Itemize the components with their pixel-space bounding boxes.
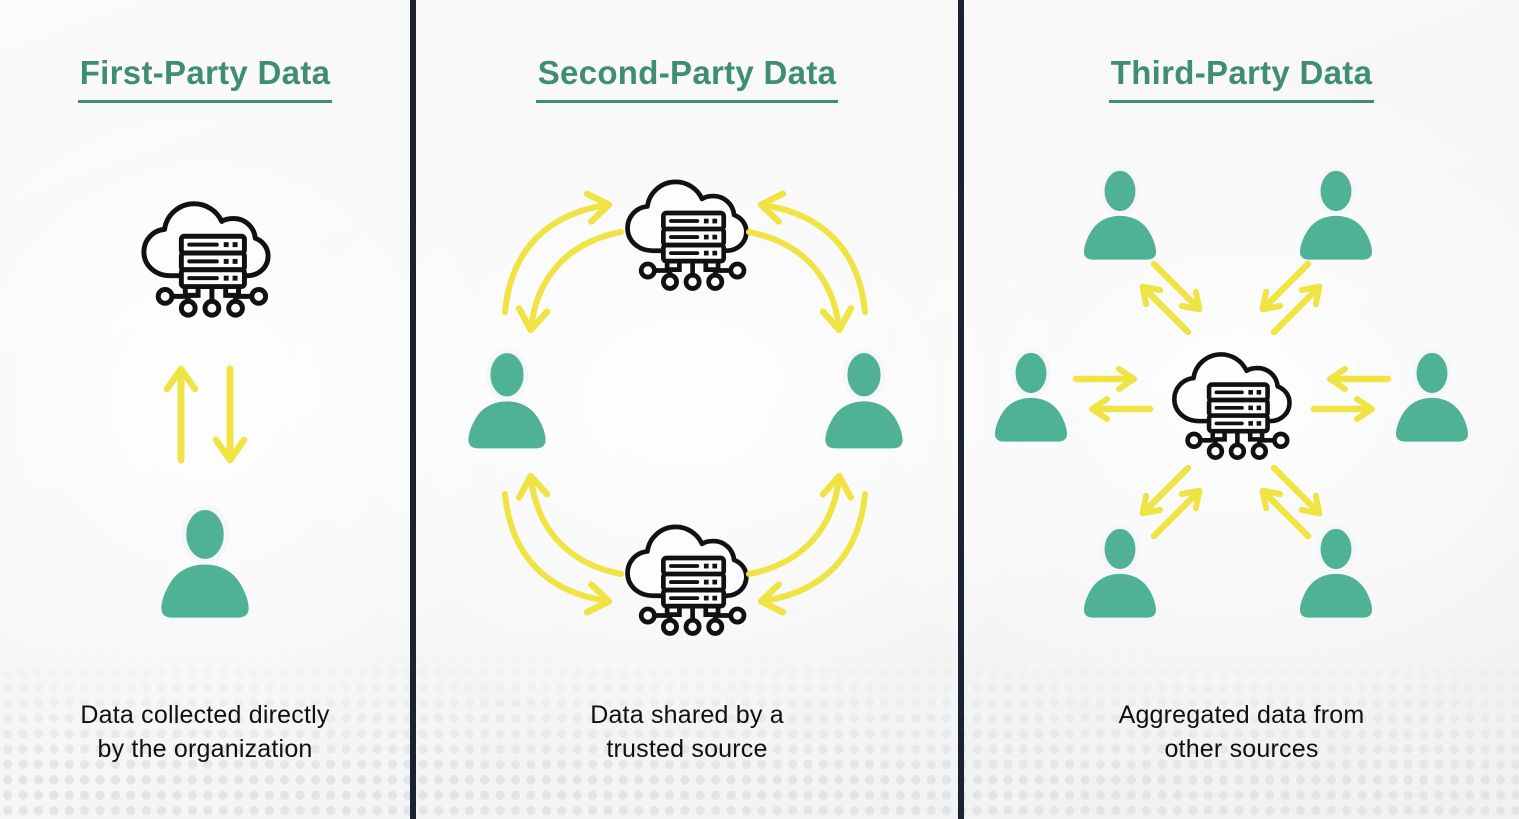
panel-title-text: First-Party Data [77, 54, 333, 103]
arrow-to-person [1270, 464, 1323, 517]
caption-line-2: by the organization [97, 735, 313, 763]
panel-caption: Data collected directly by the organizat… [0, 698, 410, 766]
diagonal-exchange-arrows-bottom-right [1250, 462, 1330, 542]
arrow-to-cloud [1150, 260, 1203, 313]
curved-arrow-to-person [746, 229, 855, 334]
panel-title: Second-Party Data [416, 54, 958, 103]
diagonal-exchange-arrows-top-right [1250, 258, 1330, 338]
arrow-to-cloud [1259, 260, 1312, 313]
panel-third-party: Third-Party Data [964, 0, 1519, 819]
curved-exchange-arrows-top-right [715, 190, 875, 338]
person-icon-left [461, 349, 553, 452]
person-icon-left [988, 349, 1074, 445]
curved-exchange-arrows-bottom-left [495, 468, 655, 616]
panel-divider [958, 0, 964, 819]
person-icon [153, 505, 257, 622]
person-icon-right [818, 349, 910, 452]
panel-title-text: Second-Party Data [535, 54, 839, 103]
panel-caption: Data shared by a trusted source [416, 698, 958, 766]
person-icon-right [1389, 349, 1475, 445]
caption-line-2: trusted source [606, 735, 768, 763]
panel-title: First-Party Data [0, 54, 410, 103]
curved-arrow-to-person [515, 229, 624, 334]
person-icon-top-left [1077, 167, 1163, 263]
arrow-to-person [1270, 283, 1323, 336]
panel-caption: Aggregated data from other sources [964, 698, 1519, 766]
horizontal-exchange-arrows-left [1072, 366, 1154, 422]
arrow-to-person [1139, 464, 1192, 517]
cloud-server-icon-center [1167, 337, 1295, 465]
arrow-to-person [1139, 283, 1192, 336]
arrow-to-cloud [1259, 487, 1312, 540]
person-icon-top-right [1293, 167, 1379, 263]
curved-arrow-to-person [515, 472, 624, 577]
vertical-exchange-arrows [150, 363, 260, 464]
panel-divider [410, 0, 416, 819]
curved-arrow-to-cloud [502, 190, 613, 315]
curved-arrow-to-cloud [757, 190, 868, 315]
curved-arrow-to-cloud [502, 491, 613, 616]
horizontal-exchange-arrows-right [1310, 366, 1392, 422]
caption-line-1: Aggregated data from [1118, 701, 1365, 729]
arrow-to-cloud [1150, 487, 1203, 540]
panel-first-party: First-Party Data Data collected directly… [0, 0, 410, 819]
panel-title-text: Third-Party Data [1108, 54, 1375, 103]
caption-line-1: Data shared by a [590, 701, 784, 729]
panel-title: Third-Party Data [964, 54, 1519, 103]
diagonal-exchange-arrows-top-left [1132, 258, 1212, 338]
caption-line-1: Data collected directly [80, 701, 330, 729]
curved-arrow-to-person [746, 472, 855, 577]
curved-arrow-to-cloud [757, 491, 868, 616]
panel-second-party: Second-Party Data [416, 0, 958, 819]
caption-line-2: other sources [1164, 735, 1319, 763]
diagonal-exchange-arrows-bottom-left [1132, 462, 1212, 542]
curved-exchange-arrows-bottom-right [715, 468, 875, 616]
cloud-server-icon [136, 185, 274, 323]
curved-exchange-arrows-top-left [495, 190, 655, 338]
